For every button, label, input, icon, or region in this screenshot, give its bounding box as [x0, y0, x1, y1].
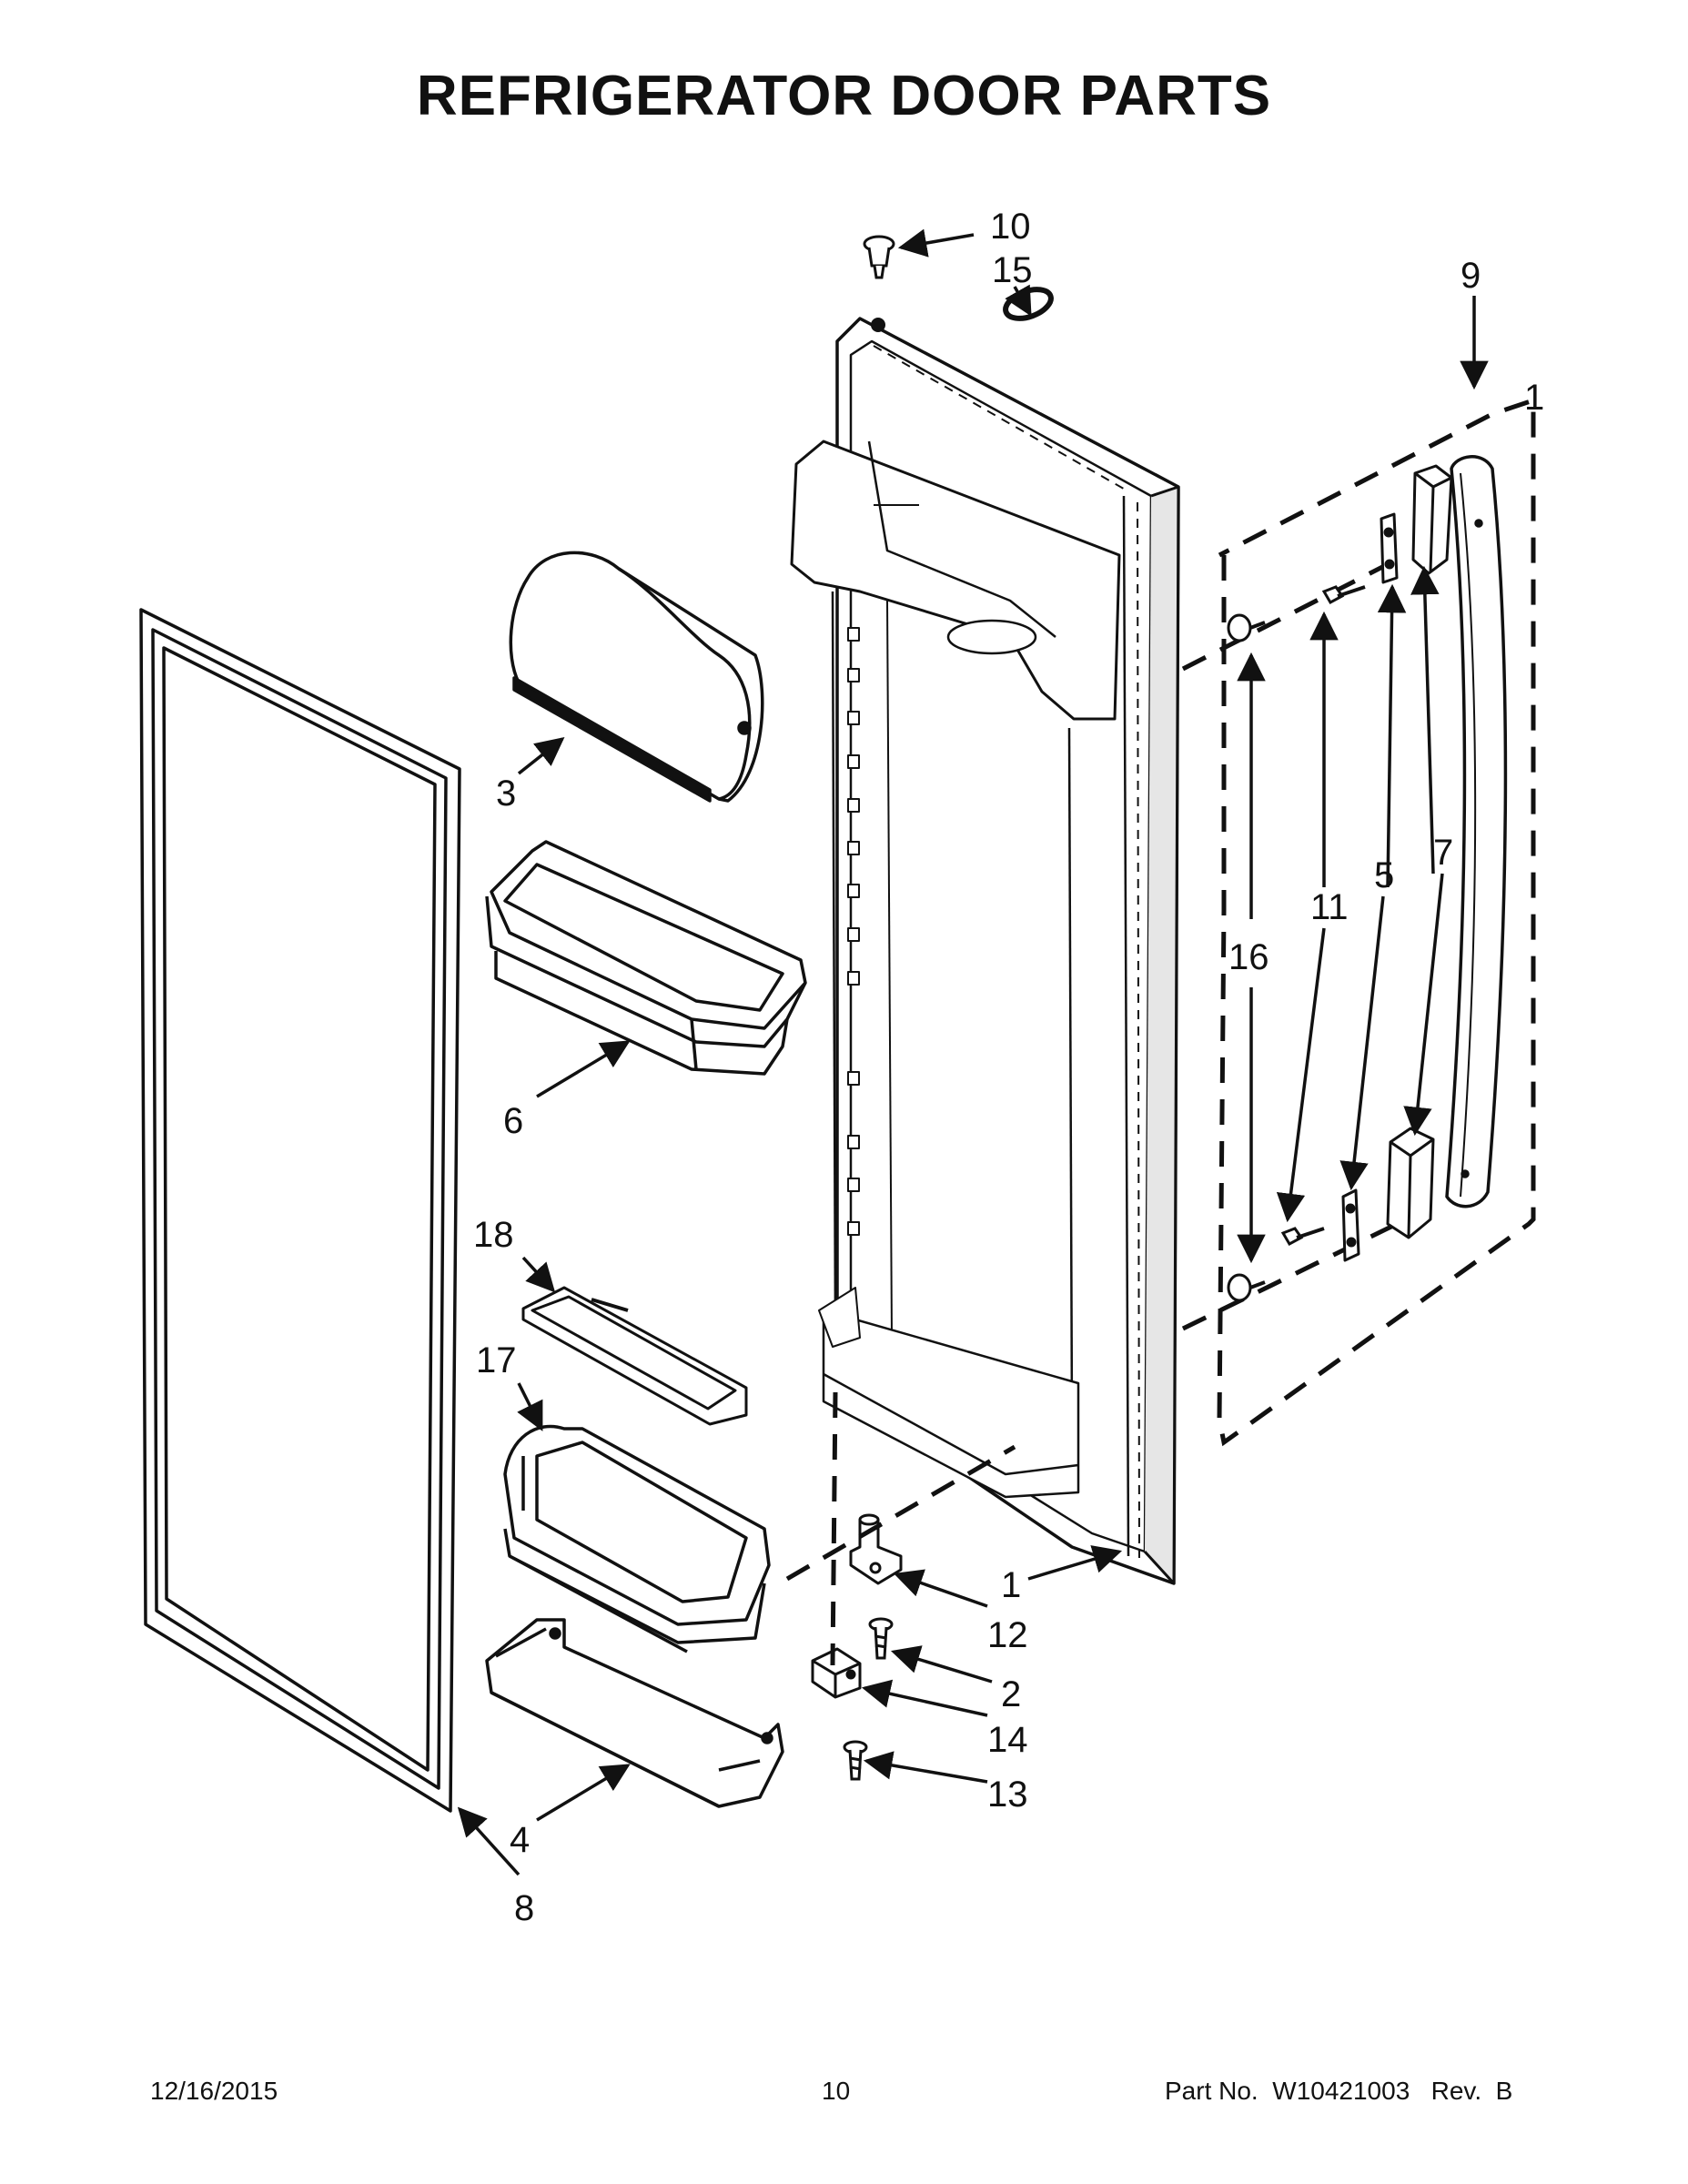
part-1-door-assembly [790, 317, 1180, 1585]
callout-labels: 10 15 9 1 3 6 18 17 4 8 1 12 2 14 13 16 … [473, 207, 1544, 1928]
part-5-handle-mount-bottom [1341, 1188, 1360, 1262]
footer-page-number: 10 [822, 2077, 851, 2105]
part-17-door-bin [503, 1424, 771, 1653]
footer-part-number: Part No. W10421003 Rev. B [1165, 2077, 1513, 2105]
callout-15: 15 [992, 250, 1033, 290]
callout-1: 1 [1524, 378, 1544, 418]
part-2-screw [868, 1617, 894, 1660]
callout-5: 5 [1374, 855, 1394, 895]
callout-9: 9 [1461, 256, 1481, 296]
callout-17: 17 [476, 1340, 517, 1380]
callout-8: 8 [514, 1888, 534, 1928]
handle-assembly-dashed-outline [785, 397, 1536, 1666]
footer-date: 12/16/2015 [150, 2077, 278, 2105]
callout-4: 4 [510, 1820, 530, 1860]
callout-18: 18 [473, 1215, 514, 1255]
callout-10: 10 [990, 207, 1031, 247]
part-16-handle-stud-bottom [1227, 1273, 1266, 1302]
callout-1-door: 1 [1001, 1565, 1021, 1605]
callout-13: 13 [987, 1774, 1028, 1815]
part-16-handle-stud-top [1227, 613, 1266, 642]
callout-16: 16 [1228, 937, 1269, 977]
part-3-dairy-compartment [509, 551, 764, 803]
callout-14: 14 [987, 1720, 1028, 1760]
page-title: REFRIGERATOR DOOR PARTS [416, 65, 1272, 127]
callout-2: 2 [1001, 1674, 1021, 1714]
part-6-door-bin [485, 840, 807, 1076]
callout-11: 11 [1310, 887, 1349, 927]
part-4-door-bin [485, 1618, 784, 1808]
part-5-handle-mount-top [1380, 512, 1399, 584]
part-13-screw [843, 1740, 868, 1781]
callout-12: 12 [987, 1615, 1028, 1655]
part-7-handle-end-cap-top [1411, 464, 1453, 575]
part-11-screw-bottom [1280, 1227, 1325, 1247]
leader-arrows [457, 228, 1489, 1876]
part-9-handle [1445, 455, 1508, 1208]
part-10-door-plug [863, 235, 895, 279]
part-7-handle-end-cap-bottom [1386, 1127, 1435, 1239]
part-18-bin-divider [521, 1286, 748, 1426]
part-8-door-gasket [139, 608, 461, 1813]
callout-6: 6 [503, 1101, 523, 1141]
part-11-screw-top [1321, 585, 1366, 605]
callout-3: 3 [496, 774, 516, 814]
part-14-hinge-bracket [811, 1647, 862, 1699]
callout-7: 7 [1433, 833, 1453, 873]
